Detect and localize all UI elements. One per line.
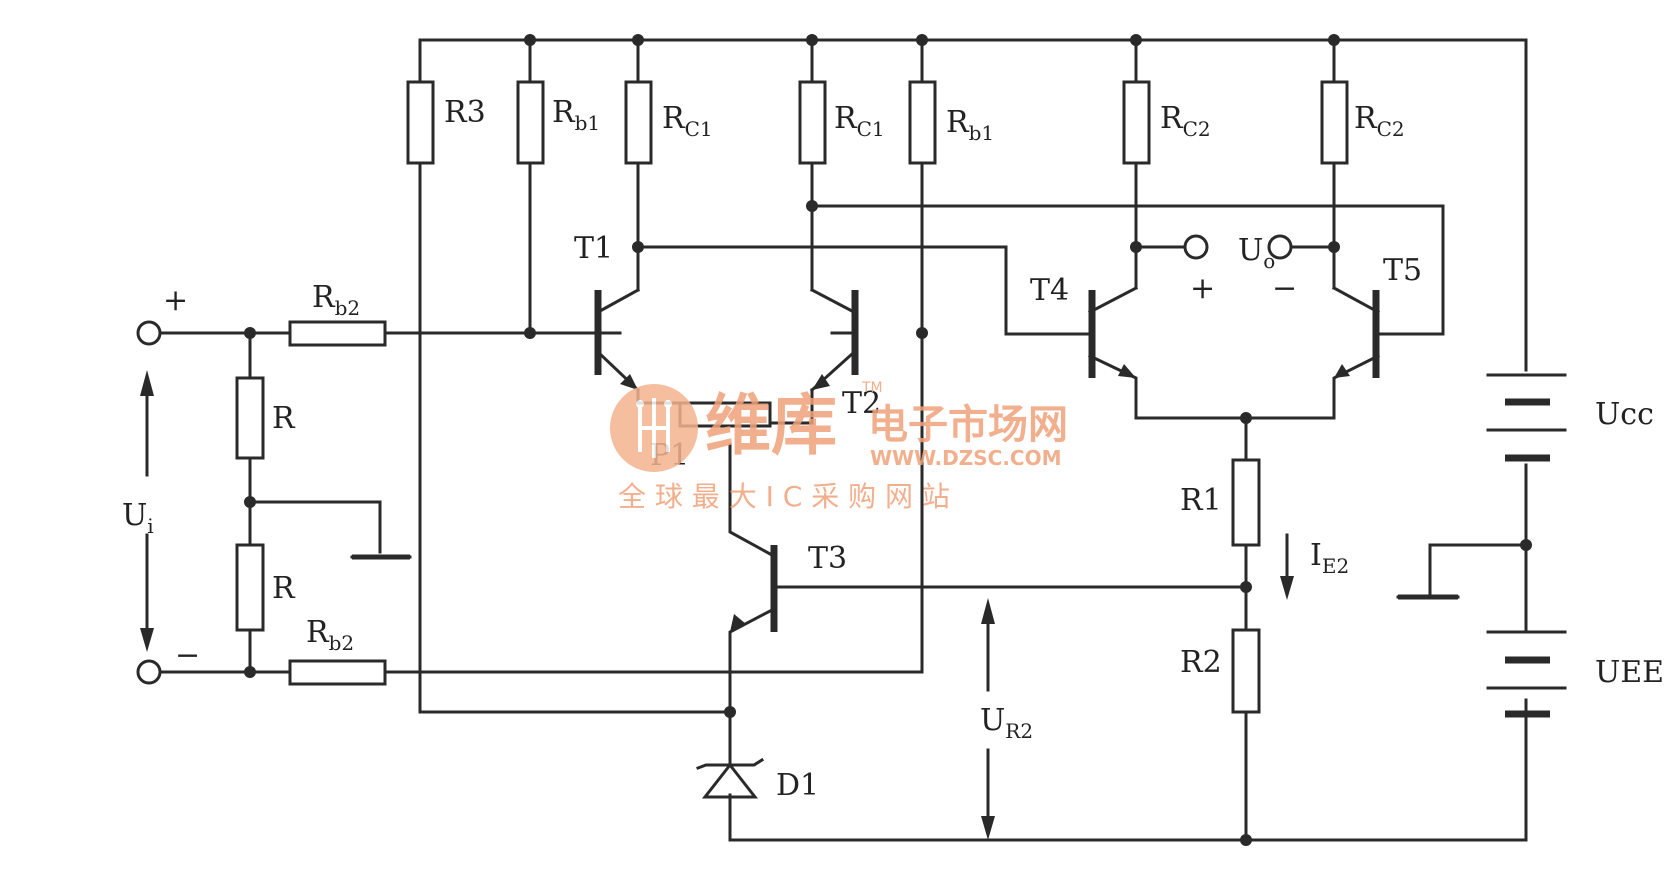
label-r2: R2 (1180, 645, 1222, 680)
label-ur2: UR2 (980, 703, 1033, 743)
resistor-rc1-right (798, 80, 827, 165)
arrow-ie2 (1280, 533, 1294, 600)
label-t5: T5 (1383, 253, 1422, 288)
output-terminal-plus (1183, 234, 1209, 260)
label-rb1-left: Rb1 (552, 95, 600, 135)
label-rc1-left: RC1 (662, 101, 713, 141)
label-r-upper: R (272, 401, 296, 436)
resistor-r2 (1231, 628, 1261, 714)
watermark-brand: 维库 (705, 387, 837, 464)
zener-diode-d1 (696, 757, 765, 799)
resistors (235, 80, 1349, 714)
resistor-rb2-bottom (288, 659, 387, 686)
label-rb2-top: Rb2 (312, 280, 360, 320)
label-rb2-bottom: Rb2 (306, 615, 354, 655)
arrow-ui (140, 370, 154, 652)
resistor-rc1-left (624, 80, 653, 165)
input-terminal-plus (136, 320, 162, 346)
watermark-slogan: 全 球 最 大 I C 采 购 网 站 (618, 480, 950, 513)
label-t4: T4 (1030, 273, 1069, 308)
label-ie2: IE2 (1310, 538, 1349, 578)
watermark: 维库 TM 电子市场网 WWW.DZSC.COM 全 球 最 大 I C 采 购… (610, 380, 1068, 513)
label-d1: D1 (776, 768, 819, 803)
resistor-rb1-right (908, 80, 937, 165)
arrow-ur2 (981, 598, 995, 840)
label-uo: Uo (1238, 233, 1275, 273)
resistor-rc2-left (1122, 80, 1151, 165)
label-minus-input: − (175, 638, 200, 673)
output-terminal-minus (1267, 234, 1293, 260)
watermark-tm: TM (861, 380, 883, 396)
label-rc2-left: RC2 (1160, 101, 1211, 141)
label-rc1-right: RC1 (834, 101, 885, 141)
watermark-logo-icon (610, 384, 698, 472)
watermark-url: WWW.DZSC.COM (870, 446, 1062, 470)
watermark-tagline: 电子市场网 (868, 402, 1068, 448)
resistor-r3 (406, 80, 435, 165)
resistor-r-lower (235, 543, 265, 632)
label-minus-output: − (1272, 271, 1297, 306)
label-r1: R1 (1180, 483, 1222, 518)
junction-dots (244, 34, 1532, 846)
resistor-rb2-top (288, 320, 387, 347)
label-t3: T3 (808, 541, 847, 576)
label-plus-output: + (1190, 271, 1215, 306)
label-t1: T1 (574, 231, 613, 266)
label-plus-input: + (163, 283, 188, 318)
transistors (594, 290, 1380, 632)
label-t2: T2 (842, 386, 881, 421)
label-uee: UEE (1595, 655, 1664, 690)
label-r3: R3 (444, 95, 486, 130)
resistor-r1 (1231, 458, 1261, 547)
label-rc2-right: RC2 (1354, 101, 1405, 141)
label-ucc: Ucc (1595, 397, 1654, 432)
resistor-rb1-left (516, 80, 545, 165)
battery-ucc (1486, 373, 1567, 462)
label-r-lower: R (272, 571, 296, 606)
label-rb1-right: Rb1 (946, 105, 994, 145)
input-terminal-minus (136, 659, 162, 685)
resistor-rc2-right (1320, 80, 1349, 165)
battery-uee (1486, 630, 1567, 718)
resistor-r-upper (235, 376, 265, 460)
label-ui: Ui (122, 498, 154, 538)
